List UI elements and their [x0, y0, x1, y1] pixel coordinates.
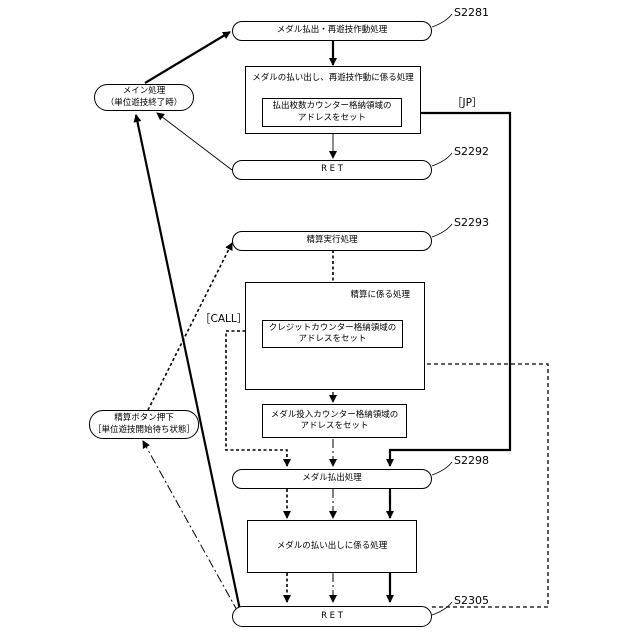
leader-s2281 — [432, 14, 452, 27]
node-medal-payout: メダル払出処理 — [232, 469, 432, 489]
node-payout-group: メダルの払い出しに係る処理 — [247, 520, 417, 573]
edge-label-jp: ［JP］ — [452, 95, 482, 110]
node-set-payout-count-addr: 払出枚数カウンター格納領域の アドレスをセット — [262, 98, 402, 127]
leader-s2305 — [432, 602, 452, 615]
leader-s2292 — [432, 153, 452, 166]
leader-s2298 — [432, 462, 452, 475]
edge-main-to-s2281 — [145, 32, 230, 83]
step-label-s2293: S2293 — [454, 216, 489, 229]
node-ret-2: R E T — [232, 606, 432, 627]
edge-button-to-settlement — [148, 243, 232, 410]
step-label-s2281: S2281 — [454, 6, 489, 19]
edge-ret1-to-main — [157, 113, 232, 170]
node-main-process: メイン処理 （単位遊技終了時） — [94, 84, 194, 111]
edge-ret2-to-button — [143, 441, 238, 612]
node-set-insert-count-addr: メダル投入カウンター格納領域の アドレスをセット — [262, 404, 407, 438]
node-medal-payout-replay: メダル払出・再遊技作動処理 — [232, 21, 432, 41]
edge-ret2-to-main — [136, 115, 240, 610]
step-label-s2292: S2292 — [454, 145, 489, 158]
step-label-s2298: S2298 — [454, 454, 489, 467]
node-settlement-exec: 精算実行処理 — [232, 231, 432, 251]
step-label-s2305: S2305 — [454, 594, 489, 607]
node-set-credit-addr: クレジットカウンター格納領域の アドレスをセット — [262, 320, 403, 348]
leader-s2293 — [432, 224, 452, 237]
edge-label-call: ［CALL］ — [200, 311, 247, 326]
group-payout-replay-title: メダルの払い出し、再遊技作動に係る処理 — [246, 73, 420, 84]
group-settlement-title: 精算に係る処理 — [350, 290, 410, 301]
node-settlement-button: 精算ボタン押下 ［単位遊技開始待ち状態］ — [89, 410, 199, 439]
node-ret-1: R E T — [232, 160, 432, 180]
